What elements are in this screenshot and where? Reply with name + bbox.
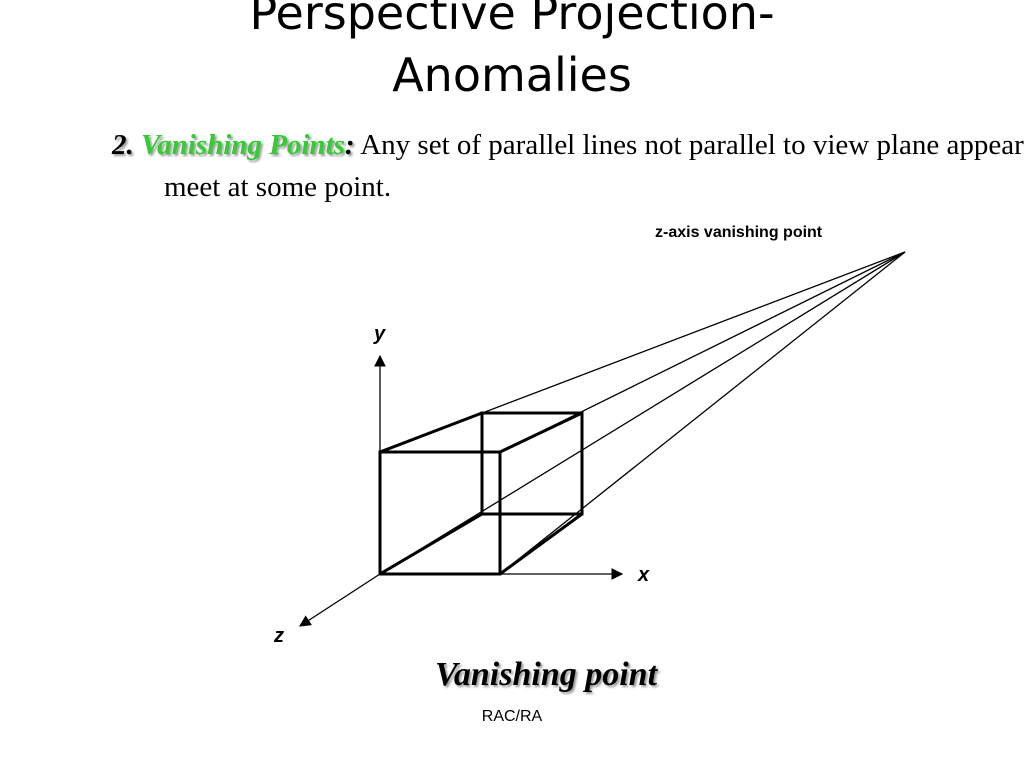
bullet-point: 2. Vanishing Points: Any set of parallel… <box>112 124 1024 208</box>
cube-front-face <box>378 450 502 576</box>
vanishing-point-label: z-axis vanishing point <box>655 224 823 241</box>
footer: RAC/RA <box>481 708 543 725</box>
slide-title-line-2: Anomalies <box>392 48 632 102</box>
cube-edge-top-right <box>499 411 583 454</box>
y-axis-label: y <box>373 323 386 345</box>
cube-back-face <box>480 411 584 516</box>
axes <box>299 354 624 627</box>
bullet-colon: : <box>344 129 355 161</box>
caption: Vanishing point <box>434 656 658 693</box>
bullet-number: 2. <box>112 129 134 161</box>
bullet-term: Vanishing Points <box>141 129 345 161</box>
x-axis-label: x <box>637 564 650 586</box>
z-axis <box>299 573 381 627</box>
z-axis-label: z <box>273 625 284 647</box>
convergence-lines <box>379 251 906 575</box>
slide-title-line-1: Perspective Projection- <box>249 0 775 40</box>
bullet-text: Any set of parallel lines not parallel t… <box>164 129 1024 203</box>
convergence-line-bottom-left <box>379 251 906 575</box>
convergence-line-bottom-right <box>499 251 906 575</box>
cube-edge-bottom-left <box>379 512 483 576</box>
cube-edge-top-left <box>379 411 483 454</box>
cube-edge-bottom-right <box>499 512 583 576</box>
cube <box>378 411 584 576</box>
slide-title: Perspective Projection- Anomalies <box>0 0 1024 106</box>
